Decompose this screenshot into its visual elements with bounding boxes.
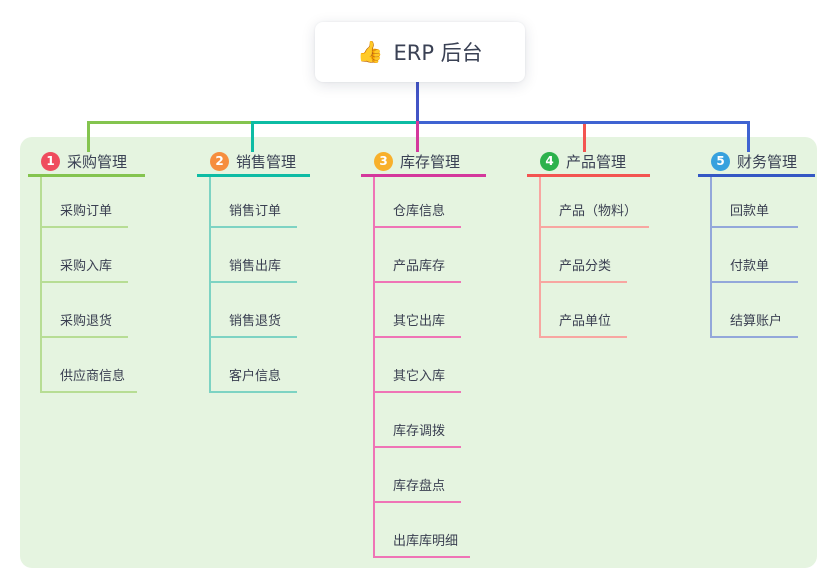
branch-node-1: 1 采购管理 采购订单采购入库采购退货供应商信息	[28, 148, 145, 393]
branch-title-label: 采购管理	[67, 152, 128, 171]
branch-children: 销售订单销售出库销售退货客户信息	[209, 177, 297, 393]
branch-number-badge: 5	[711, 151, 730, 171]
branch-title-node[interactable]: 1 采购管理	[28, 148, 145, 177]
branch-node-3: 3 库存管理 仓库信息产品库存其它出库其它入库库存调拨库存盘点出库库明细	[361, 148, 486, 558]
child-node[interactable]: 库存调拨	[375, 393, 461, 448]
branch-node-5: 5 财务管理 回款单付款单结算账户	[698, 148, 815, 338]
child-node[interactable]: 采购入库	[42, 228, 128, 283]
branch-children: 产品（物料）产品分类产品单位	[539, 177, 650, 338]
child-node[interactable]: 出库库明细	[375, 503, 471, 558]
branch-number-badge: 1	[41, 151, 60, 171]
connector-drop-1	[87, 121, 90, 152]
child-node[interactable]: 结算账户	[712, 283, 798, 338]
child-node[interactable]: 产品单位	[541, 283, 627, 338]
child-node[interactable]: 产品（物料）	[541, 177, 650, 228]
child-node[interactable]: 其它入库	[375, 338, 461, 393]
branch-title-node[interactable]: 2 销售管理	[197, 148, 310, 177]
child-node[interactable]: 销售订单	[211, 177, 297, 228]
branch-title-label: 库存管理	[400, 152, 461, 171]
connector-drop-5	[747, 121, 750, 152]
root-node-label: ERP 后台	[393, 41, 483, 65]
branch-node-4: 4 产品管理 产品（物料）产品分类产品单位	[527, 148, 650, 338]
child-node[interactable]: 其它出库	[375, 283, 461, 338]
child-node[interactable]: 采购退货	[42, 283, 128, 338]
branch-children: 仓库信息产品库存其它出库其它入库库存调拨库存盘点出库库明细	[373, 177, 471, 558]
connector-rail-blue	[419, 121, 750, 124]
connector-drop-4	[583, 121, 586, 152]
child-node[interactable]: 回款单	[712, 177, 798, 228]
branch-title-label: 销售管理	[236, 152, 297, 171]
branch-number-badge: 3	[374, 151, 393, 171]
connector-root-stem	[416, 82, 419, 124]
branch-title-node[interactable]: 5 财务管理	[698, 148, 815, 177]
branch-title-node[interactable]: 4 产品管理	[527, 148, 650, 177]
branch-children: 回款单付款单结算账户	[710, 177, 798, 338]
child-node[interactable]: 产品分类	[541, 228, 627, 283]
connector-drop-3	[416, 121, 419, 152]
branch-number-badge: 4	[540, 151, 559, 171]
child-node[interactable]: 采购订单	[42, 177, 128, 228]
thumbs-up-icon: 👍	[357, 39, 384, 64]
connector-drop-2	[251, 121, 254, 152]
branch-title-label: 产品管理	[566, 152, 627, 171]
branch-title-label: 财务管理	[737, 152, 798, 171]
child-node[interactable]: 仓库信息	[375, 177, 461, 228]
child-node[interactable]: 库存盘点	[375, 448, 461, 503]
child-node[interactable]: 销售出库	[211, 228, 297, 283]
child-node[interactable]: 客户信息	[211, 338, 297, 393]
branch-number-badge: 2	[210, 151, 229, 171]
branches-panel	[20, 137, 817, 568]
child-node[interactable]: 销售退货	[211, 283, 297, 338]
branch-title-node[interactable]: 3 库存管理	[361, 148, 486, 177]
connector-rail-teal	[251, 121, 416, 124]
branch-node-2: 2 销售管理 销售订单销售出库销售退货客户信息	[197, 148, 310, 393]
child-node[interactable]: 供应商信息	[42, 338, 138, 393]
child-node[interactable]: 产品库存	[375, 228, 461, 283]
branch-children: 采购订单采购入库采购退货供应商信息	[40, 177, 138, 393]
root-node[interactable]: 👍 ERP 后台	[315, 22, 525, 82]
child-node[interactable]: 付款单	[712, 228, 798, 283]
